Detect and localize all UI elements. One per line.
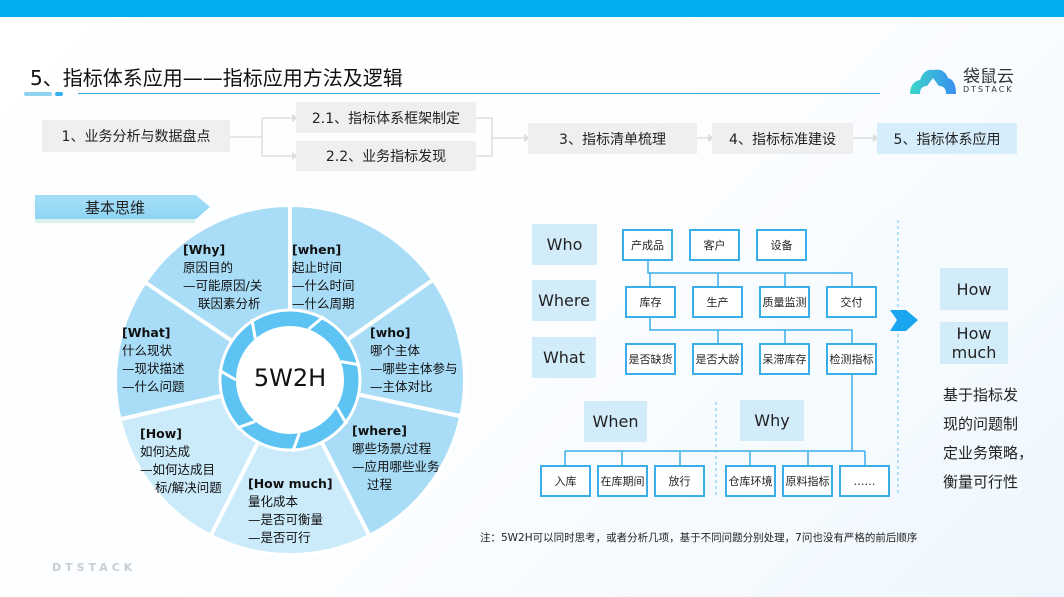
wheel-segment-howmuch	[207, 375, 373, 557]
what-title: [What]	[122, 325, 171, 340]
where-line: —应用哪些业务	[352, 459, 440, 474]
wheel-where: [where] 哪些场景/过程 —应用哪些业务过程	[352, 422, 440, 494]
wheel-center-label: 5W2H	[253, 364, 327, 392]
wheel-who: [who] 哪个主体 —哪些主体参与 —主体对比	[370, 324, 458, 396]
side-text: 基于指标发 现的问题制 定业务策略， 衡量可行性	[943, 381, 1033, 497]
side-line: 现的问题制	[943, 415, 1019, 433]
label-where: Where	[532, 280, 596, 321]
when-line: —什么周期	[292, 296, 355, 311]
wheel-ring-divider	[250, 318, 257, 339]
flow-step-5: 5、指标体系应用	[877, 123, 1017, 154]
wheel-ring-divider	[340, 360, 361, 367]
wheel-ring-divider	[335, 406, 349, 426]
who-line: 哪个主体	[370, 343, 421, 358]
node: 放行	[654, 465, 705, 497]
wheel-when: [when] 起止时间 —什么时间 —什么周期	[292, 241, 355, 313]
section-label: 基本思维	[85, 198, 146, 217]
wheel-why: [Why] 原因目的 —可能原因/关联因素分析	[183, 241, 262, 313]
howmuch-line: —是否可行	[248, 530, 311, 545]
node: 仓库环境	[725, 465, 776, 497]
logo-cn: 袋鼠云	[963, 67, 1014, 87]
side-line: 基于指标发	[943, 386, 1019, 404]
where-title: [where]	[352, 423, 407, 438]
logo-cloud-icon	[910, 69, 956, 94]
wheel-center	[236, 326, 344, 434]
flow-step-4: 4、指标标准建设	[712, 123, 853, 154]
label-who: Who	[532, 224, 597, 265]
node: 检测指标	[826, 343, 877, 375]
flow-step-3: 3、指标清单梳理	[528, 123, 697, 154]
node: 产成品	[622, 229, 673, 261]
node: 生产	[692, 286, 743, 318]
node: 是否大龄	[692, 343, 743, 375]
node: 原料指标	[782, 465, 833, 497]
when-line: 起止时间	[292, 260, 343, 275]
node: 入库	[540, 465, 591, 497]
howmuch-line: 量化成本	[248, 494, 299, 509]
how-line: 如何达成	[140, 444, 191, 459]
wheel-ring-divider	[307, 315, 325, 331]
who-line: —主体对比	[370, 379, 433, 394]
node: 呆滞库存	[759, 343, 810, 375]
what-line: 什么现状	[122, 343, 173, 358]
wheel-ring-divider	[235, 419, 256, 430]
where-line: 过程	[367, 477, 393, 492]
label-howmuch: How much	[940, 322, 1008, 364]
why-line: 联因素分析	[198, 296, 261, 311]
wheel-ring-divider	[291, 432, 301, 453]
logo: 袋鼠云 DTSTACK	[908, 62, 1023, 96]
why-line: —可能原因/关	[183, 278, 263, 293]
label-how: How	[940, 268, 1008, 310]
flow-connectors	[230, 114, 879, 160]
when-line: —什么时间	[292, 278, 355, 293]
page-title: 5、指标体系应用——指标应用方法及逻辑	[30, 66, 403, 90]
node: 客户	[689, 229, 740, 261]
wheel-what: [What] 什么现状 —现状描述 —什么问题	[122, 324, 185, 396]
why-line: 原因目的	[183, 260, 234, 275]
flow-step-1: 1、业务分析与数据盘点	[42, 120, 230, 152]
how-line: —如何达成目	[140, 462, 216, 477]
section-banner-shadow	[35, 218, 195, 223]
howmuch-title: [How much]	[248, 476, 333, 491]
node: 库存	[625, 286, 676, 318]
side-line: 衡量可行性	[943, 473, 1019, 491]
footer-brand: DTSTACK	[52, 561, 137, 574]
wheel-howmuch: [How much] 量化成本 —是否可衡量 —是否可行	[248, 475, 333, 547]
who-title: [who]	[370, 325, 411, 340]
arrow-right-icon	[890, 310, 918, 331]
footnote: 注：5W2H可以同时思考，或者分析几项，基于不同问题分别处理，7问也没有严格的前…	[480, 532, 918, 544]
label-why: Why	[740, 400, 804, 441]
section-banner: 基本思维	[35, 195, 210, 219]
wheel-ring-divider	[217, 368, 237, 382]
what-line: —现状描述	[122, 361, 185, 376]
title-underline	[78, 93, 880, 94]
title-accent-dot	[55, 92, 63, 96]
howmuch-line: —是否可衡量	[248, 512, 324, 527]
how-line: 标/解决问题	[155, 480, 222, 495]
logo-en: DTSTACK	[963, 85, 1014, 94]
why-title: [Why]	[183, 242, 226, 257]
side-line: 定业务策略，	[943, 444, 1034, 462]
node: 在库期间	[597, 465, 648, 497]
how-title: [How]	[140, 426, 183, 441]
node: ……	[839, 465, 890, 497]
where-line: 哪些场景/过程	[352, 441, 432, 456]
node: 质量监测	[759, 286, 810, 318]
who-line: —哪些主体参与	[370, 361, 458, 376]
what-line: —什么问题	[122, 379, 185, 394]
title-accent	[24, 92, 52, 96]
5w2h-wheel	[113, 202, 467, 557]
when-title: [when]	[292, 242, 342, 257]
label-what: What	[532, 337, 596, 378]
label-when: When	[584, 401, 647, 442]
node: 设备	[756, 229, 807, 261]
flow-step-2-2: 2.2、业务指标发现	[296, 141, 476, 171]
top-bar	[0, 0, 1064, 17]
node: 交付	[826, 286, 877, 318]
wheel-how: [How] 如何达成 —如何达成目标/解决问题	[140, 425, 222, 497]
node: 是否缺货	[625, 343, 676, 375]
flow-step-2-1: 2.1、指标体系框架制定	[296, 102, 476, 133]
